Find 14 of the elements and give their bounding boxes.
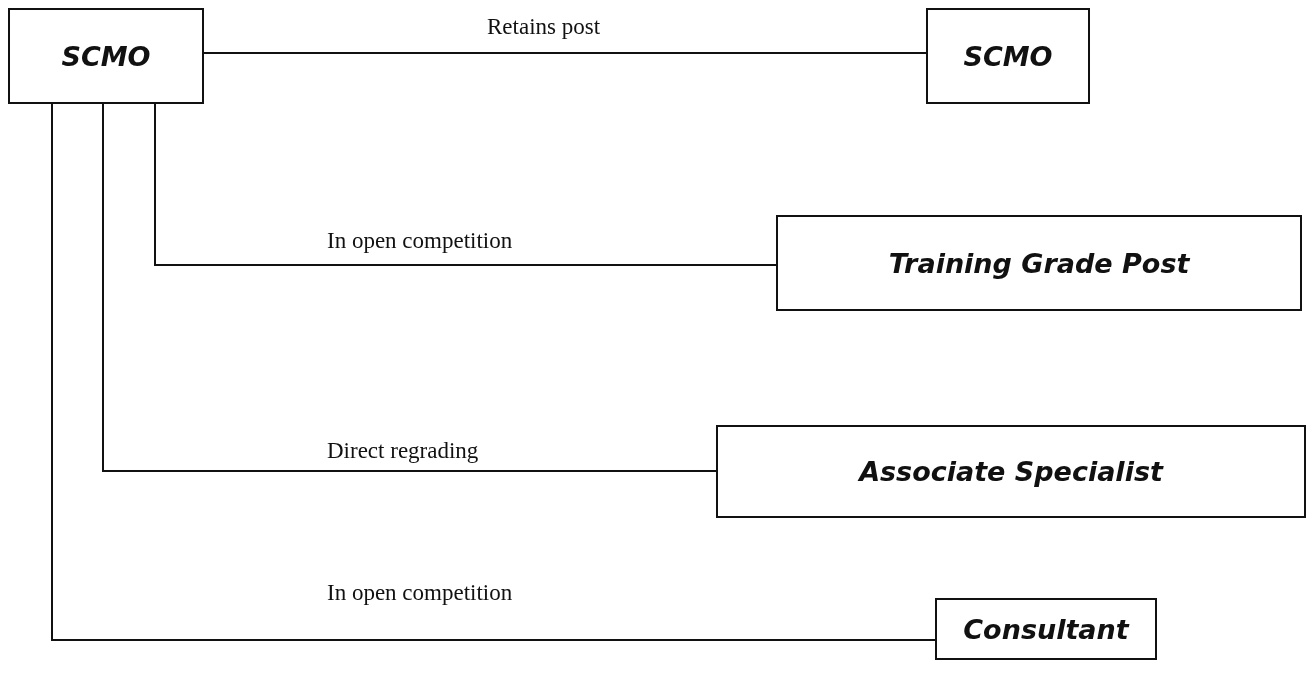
position-title: Associate Specialist	[859, 456, 1163, 487]
position-box	[716, 425, 1306, 518]
position-box	[935, 598, 1157, 660]
position-title: Consultant	[963, 613, 1129, 645]
position-box	[926, 8, 1090, 104]
position-title: Training Grade Post	[888, 247, 1190, 279]
connector-line	[203, 52, 927, 54]
connector-line	[154, 103, 777, 266]
position-box	[8, 8, 204, 104]
connector-line	[51, 103, 936, 641]
position-title: SCMO	[61, 40, 151, 72]
connector-line	[102, 103, 717, 472]
position-title: SCMO	[963, 40, 1053, 72]
position-box	[776, 215, 1302, 311]
